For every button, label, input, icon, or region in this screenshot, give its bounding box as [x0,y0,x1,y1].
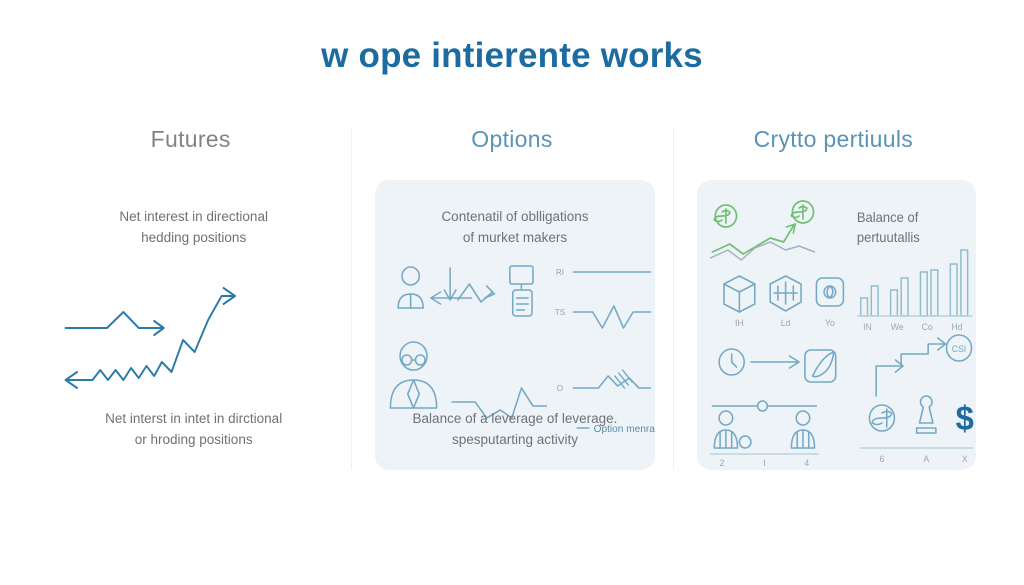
coin-small-icon [738,435,752,449]
volatility-curve-icon [457,283,496,303]
person-icon [790,410,815,449]
crypto-bottom-label-0: 2 [719,458,724,468]
futures-caption-top: Net interest in directional hedding posi… [42,206,345,248]
crypto-icon-label-0: IH [735,318,744,328]
dollar-coin-icon [713,204,737,228]
crypto-trend-line-grey [709,241,815,261]
options-caption-top: Contenatil of oblligations of murket mak… [375,206,654,248]
futures-caption-bottom-line1: Net interst in intet in dirctional [105,411,283,426]
crypto-bottom-label-2: 4 [804,458,809,468]
options-caption-bottom-line1: Balance of a leverage of leverage. [412,411,618,426]
columns-container: Futures Net interest in directional hedd… [30,118,994,478]
crypto-bar-label-2: Co [921,322,932,332]
chess-pawn-icon [915,395,937,434]
csi-badge-icon [945,334,972,362]
column-heading-futures: Futures [150,126,231,152]
crypto-bar-label-3: Hd [951,322,962,332]
column-heading-crypto: Crytto pertiuuls [753,126,914,152]
slider-icon [711,400,817,412]
hexagon-icon [769,275,802,312]
badge-icon [815,277,844,307]
right-arrow-icon [749,355,800,369]
options-wave-chart [572,271,652,389]
futures-caption-top-line2: hedding positions [141,230,247,245]
options-caption-top-line2: of murket makers [462,230,568,245]
upper-arrow-icon [64,311,165,336]
crypto-caption-line1: Balance of [857,210,919,225]
card-crypto: Balance of pertuutallis [696,180,976,470]
column-futures: Futures Net interest in directional hedd… [30,118,351,478]
leaf-icon [803,349,837,383]
options-caption-bottom-line2: spesputarting activity [451,432,579,447]
person-icon [713,410,738,449]
futures-caption-bottom-line2: or hroding positions [134,432,253,447]
down-arrow-icon [430,267,473,305]
options-axis-label-2: O [557,383,564,393]
dollar-circle-icon [868,404,895,432]
cube-icon [722,275,756,313]
person-icon [397,266,425,309]
csi-badge-label: CSI [951,344,965,354]
crypto-bar-chart [856,249,973,317]
column-heading-options: Options [471,126,553,152]
crypto-trend-line-green [711,223,796,255]
clock-icon [718,348,745,376]
tilted-bars-icon [614,369,634,389]
crypto-icon-label-2: Yo [825,318,835,328]
card-options: Contenatil of oblligations of murket mak… [375,180,655,470]
crypto-bar-label-1: We [891,322,904,332]
column-options: Options Contenatil of oblligations of mu… [351,118,672,478]
options-caption-top-line1: Contenatil of oblligations [441,209,589,224]
document-icon [509,265,535,317]
options-axis-label-0: RI [556,267,564,277]
options-axis-label-1: TS [555,307,566,317]
futures-caption-bottom: Net interst in intet in dirctional or hr… [42,408,345,450]
stair-arrow-icon [875,337,946,397]
dollar-coin-icon [790,200,815,224]
crypto-caption-line2: pertuutallis [857,230,920,245]
crypto-art: Balance of pertuutallis [709,200,974,468]
card-futures: Net interest in directional hedding posi… [54,180,333,470]
crypto-bottom2-label-0: 6 [879,454,884,464]
person-glasses-icon [389,341,438,409]
futures-caption-top-line1: Net interest in directional [119,209,268,224]
dollar-bold-icon: $ [955,400,974,438]
options-caption-bottom: Balance of a leverage of leverage. spesp… [375,408,654,450]
crypto-bar-label-0: IN [863,322,872,332]
crypto-bottom-label-1: I [763,458,765,468]
crypto-icon-label-1: Ld [780,318,790,328]
column-crypto: Crytto pertiuuls [672,118,994,478]
rising-zigzag-icon [64,287,237,389]
crypto-bottom2-label-2: X [962,454,968,464]
page-title: w ope intierente works [321,36,703,75]
crypto-bottom2-label-1: A [923,454,929,464]
